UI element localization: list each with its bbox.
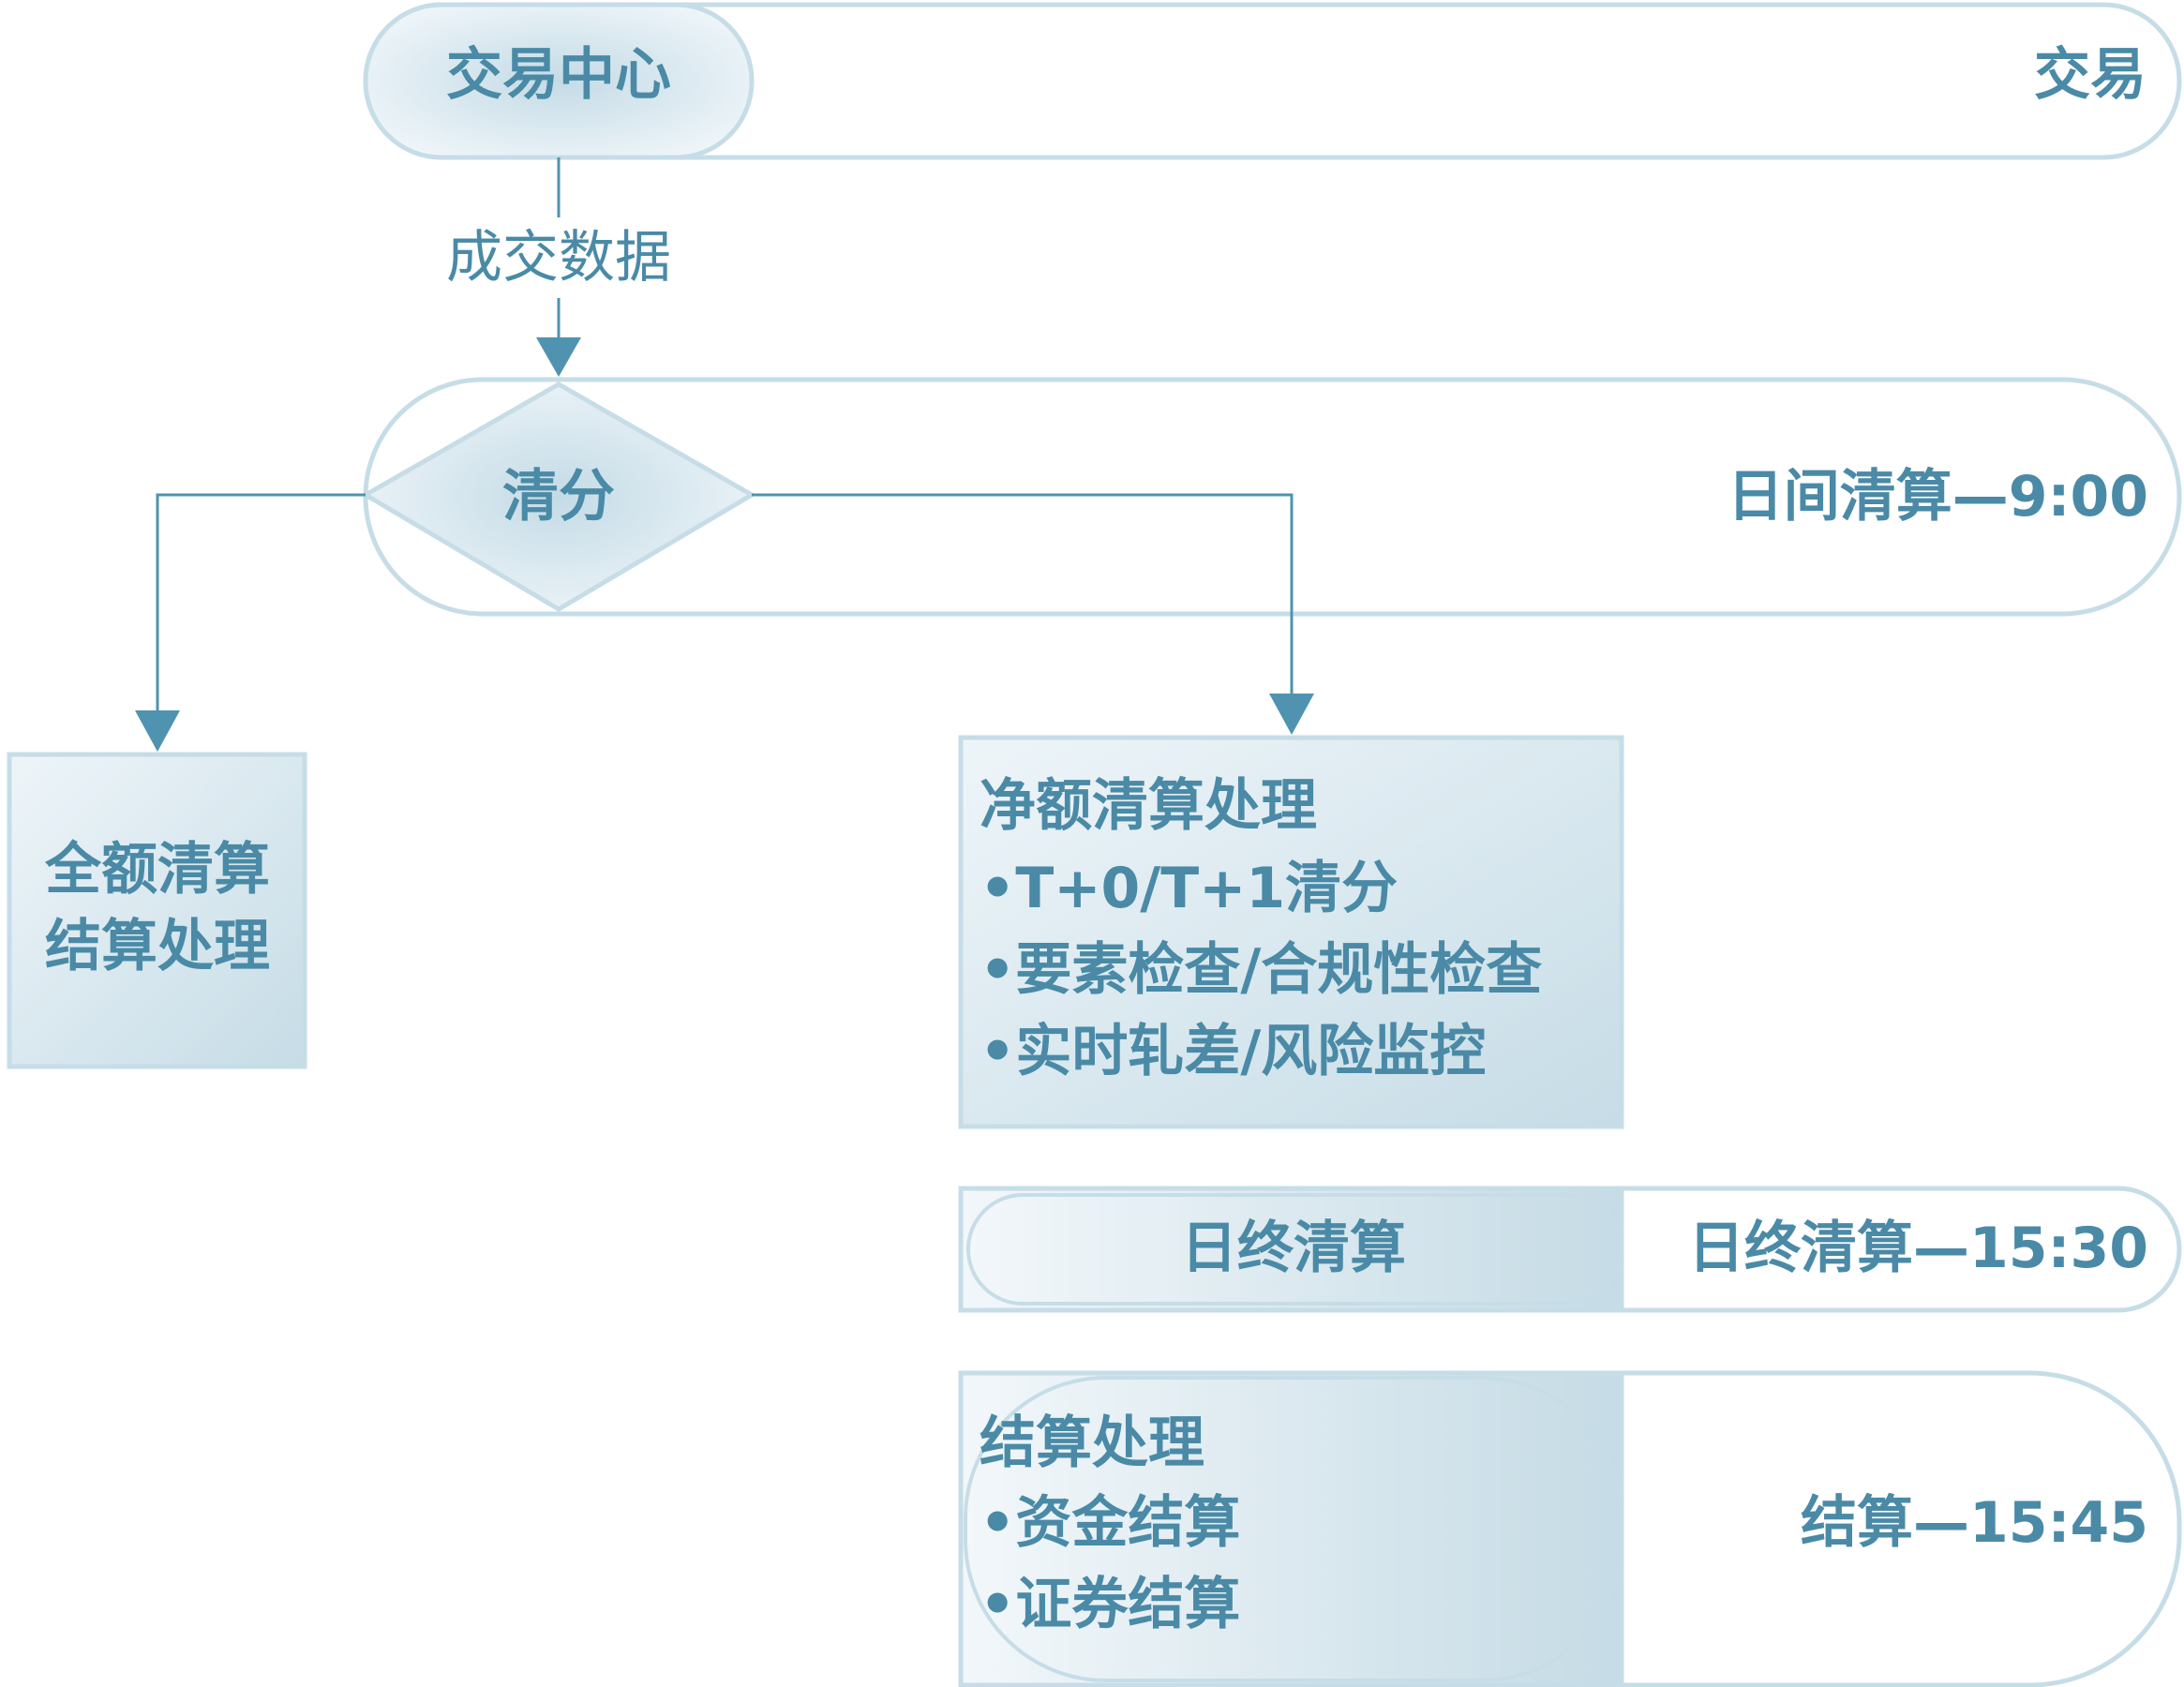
settlement-title: 结算处理 xyxy=(980,1411,1204,1476)
trading-stage-label: 交易 xyxy=(2034,42,2147,108)
eod-box-inner xyxy=(966,1193,1623,1306)
gross-connector-line xyxy=(156,493,366,717)
settlement-stage-label: 结算—15:45 xyxy=(1801,1490,2148,1556)
trading-lane: 交易中心 交易 xyxy=(363,2,2182,160)
clearing-decision-label: 清分 xyxy=(502,464,615,530)
gross-line-2: 结算处理 xyxy=(45,914,270,979)
daytime-stage-label: 日间清算—9:00 xyxy=(1728,464,2148,530)
gross-connector xyxy=(135,493,366,752)
gross-line-1: 全额清算 xyxy=(44,837,270,903)
net-clearing-item-3: •实时轧差/风险监控 xyxy=(980,1019,1486,1084)
eod-box-label: 日终清算 xyxy=(1181,1216,1406,1281)
eod-clearing-lane: 日终清算 日终清算—15:30 xyxy=(958,1186,2182,1313)
net-connector-arrowhead xyxy=(1269,694,1314,735)
gross-settlement-box: 全额清算 结算处理 xyxy=(7,752,307,1069)
trade-data-flow: 成交数据 xyxy=(446,157,671,377)
clearing-decision-node xyxy=(361,381,756,612)
settlement-box-inner xyxy=(964,1376,1623,1682)
settlement-item-2: •证券结算 xyxy=(980,1572,1240,1637)
net-connector xyxy=(752,493,1314,735)
settlement-item-1: •资金结算 xyxy=(980,1490,1240,1556)
gross-connector-arrowhead xyxy=(135,710,180,752)
settlement-lane: 结算处理 •资金结算 •证券结算 结算—15:45 xyxy=(958,1370,2182,1687)
trade-data-arrowhead xyxy=(536,337,581,377)
net-clearing-item-2: •要素检查/合规性检查 xyxy=(980,937,1542,1003)
daytime-clearing-lane: 清分 日间清算—9:00 xyxy=(361,377,2182,617)
gross-settlement-rect xyxy=(7,752,307,1069)
net-clearing-rect xyxy=(958,735,1624,1129)
net-clearing-item-1: •T+0/T+1清分 xyxy=(980,856,1398,921)
eod-stage-label: 日终清算—15:30 xyxy=(1688,1216,2148,1281)
net-clearing-box: 净额清算处理 •T+0/T+1清分 •要素检查/合规性检查 •实时轧差/风险监控 xyxy=(958,735,1624,1129)
net-connector-line xyxy=(752,493,1294,698)
trading-center-label: 交易中心 xyxy=(446,42,671,108)
trade-data-label: 成交数据 xyxy=(446,225,671,291)
net-clearing-title: 净额清算处理 xyxy=(980,773,1317,839)
